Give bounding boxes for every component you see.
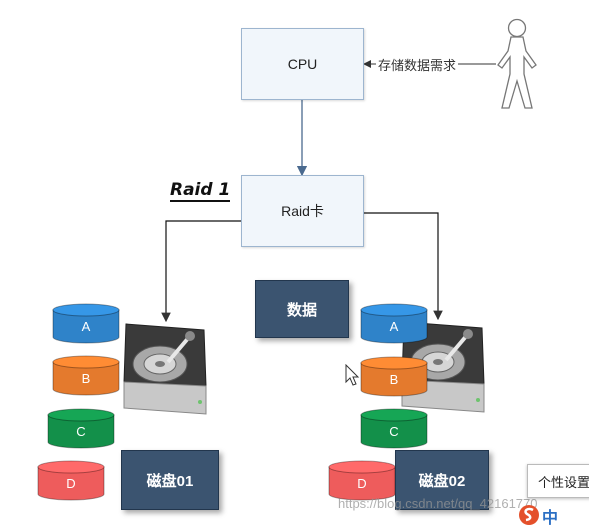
disk-cylinder-c: C	[47, 408, 115, 449]
arrow-raid-to-disk1	[161, 220, 241, 323]
cylinder-letter: B	[82, 371, 91, 386]
cylinder-letter: B	[390, 372, 399, 387]
person-icon	[497, 18, 537, 109]
disk-cylinder-b: B	[52, 355, 120, 396]
cylinder-letter: C	[76, 424, 85, 439]
ime-toolbar[interactable]: 中	[518, 503, 559, 527]
raid-card-label: Raid卡	[281, 203, 324, 219]
cpu-box: CPU	[241, 28, 364, 100]
cylinder-letter: A	[82, 319, 91, 334]
data-box: 数据	[255, 280, 349, 338]
disk-cylinder-d: D	[328, 460, 396, 501]
disk1-label: 磁盘01	[146, 472, 194, 490]
cpu-label: CPU	[287, 56, 318, 72]
disk1-box: 磁盘01	[121, 450, 219, 510]
disk2-box: 磁盘02	[395, 450, 489, 510]
disk2-label: 磁盘02	[418, 472, 466, 490]
raid-card-box: Raid卡	[241, 175, 364, 247]
mouse-cursor-icon	[345, 364, 360, 386]
request-label: 存储数据需求	[376, 55, 459, 74]
arrow-raid-to-disk2	[363, 212, 443, 321]
popup-label: 个性设置	[538, 474, 589, 490]
cylinder-letter: C	[389, 424, 398, 439]
disk-cylinder-b: B	[360, 356, 428, 397]
hard-drive-icon	[123, 323, 207, 415]
data-label: 数据	[286, 301, 317, 319]
cylinder-letter: A	[390, 319, 399, 334]
disk-cylinder-d: D	[37, 460, 105, 501]
disk-cylinder-a: A	[360, 303, 428, 344]
cylinder-letter: D	[357, 476, 366, 491]
raid-title: Raid 1	[170, 180, 231, 202]
cylinder-letter: D	[66, 476, 75, 491]
popup-menu[interactable]: 个性设置	[527, 464, 589, 498]
ime-letter: 中	[542, 508, 559, 527]
ime-logo-icon	[519, 505, 539, 525]
disk-cylinder-c: C	[360, 408, 428, 449]
watermark: https://blog.csdn.net/qq_42161770	[338, 496, 538, 511]
disk-cylinder-a: A	[52, 303, 120, 344]
